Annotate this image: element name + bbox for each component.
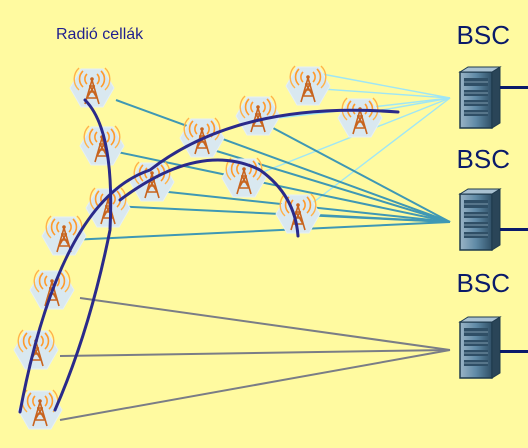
bsc-label-top: BSC — [456, 20, 510, 50]
radio-tower-icon — [285, 65, 331, 106]
diagram-title: Radió cellák — [56, 26, 144, 43]
radio-tower-icon — [13, 329, 59, 370]
links-bsc-1 — [247, 73, 451, 215]
bsc-server-icon — [459, 316, 528, 379]
radio-tower-icon — [69, 67, 115, 108]
bsc-label-middle: BSC — [456, 144, 510, 174]
bsc-server-icon — [459, 188, 528, 251]
bsc-server-icon — [459, 66, 528, 129]
handover-paths — [18, 98, 400, 414]
bsc-label-bottom: BSC — [456, 268, 510, 298]
radio-tower-icon — [85, 187, 131, 228]
radio-tower-icon — [337, 97, 383, 138]
links-bsc-3 — [59, 297, 451, 421]
